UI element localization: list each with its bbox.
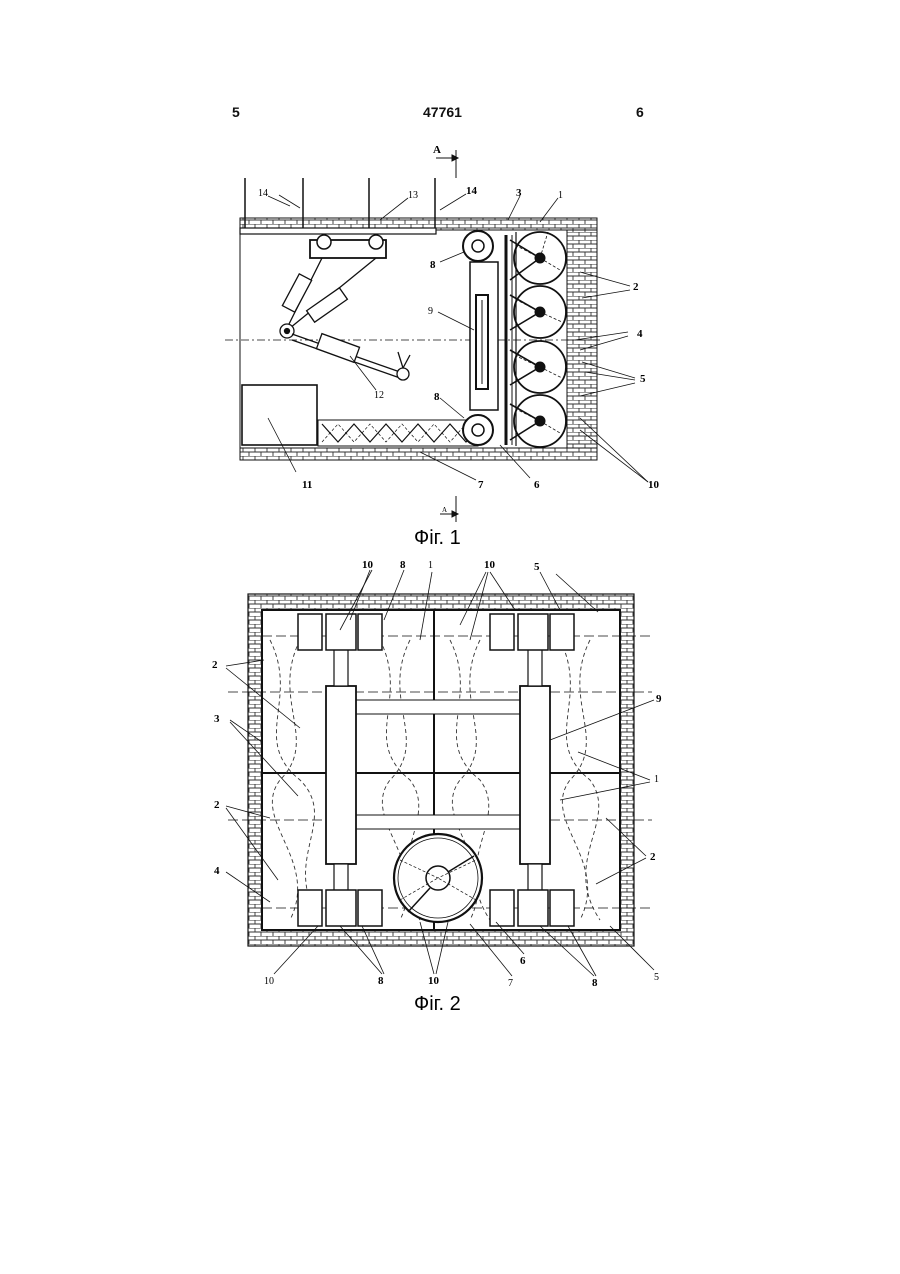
fig1-label-12: 12: [374, 390, 384, 401]
fig2-label-bottom-10b: 10: [428, 975, 440, 987]
fig1-column: [470, 235, 512, 445]
fig1-manipulator: [280, 258, 410, 380]
fig2-label-right-2: 2: [650, 851, 656, 863]
fig1-label-14a: 14: [258, 188, 268, 199]
fig2-label-top-10b: 10: [484, 559, 496, 571]
fig1-label-11: 11: [302, 479, 312, 491]
fig1-screw-conveyor: [318, 420, 478, 446]
fig1-caption: Фіг. 1: [414, 527, 461, 549]
fig1-box: [242, 385, 317, 445]
fig1-label-8b: 8: [434, 391, 440, 403]
fig2-label-bottom-7: 7: [508, 978, 513, 989]
fig2-label-top-10a: 10: [362, 559, 374, 571]
fig1-label-9: 9: [428, 306, 433, 317]
fig1-label-13: 13: [408, 190, 418, 201]
fig1-label-10: 10: [648, 479, 660, 491]
fig2-label-right-1: 1: [654, 774, 659, 785]
fig2-label-left-3: 3: [214, 713, 220, 725]
fig1-label-4: 4: [637, 328, 643, 340]
fig2-label-left-2a: 2: [212, 659, 218, 671]
fig2-label-left-2b: 2: [214, 799, 220, 811]
fig2-label-bottom-6: 6: [520, 955, 526, 967]
fig1-label-7: 7: [478, 479, 484, 491]
fig1-beam: [240, 228, 436, 234]
fig2-label-top-8: 8: [400, 559, 406, 571]
fig2-label-bottom-8a: 8: [378, 975, 384, 987]
fig2-drawing: 10 8 1 10 5 9 1 2 2 3 2 4 10 8 10 7 6 8 …: [212, 559, 662, 1015]
fig1-label-6: 6: [534, 479, 540, 491]
fig2-label-top-5: 5: [534, 561, 540, 573]
fig2-label-bottom-8b: 8: [592, 977, 598, 989]
fig1-label-14b: 14: [466, 185, 478, 197]
fig1-section-label-bottom: A: [442, 506, 447, 514]
fig1-label-5: 5: [640, 373, 646, 385]
fig2-wheel: [394, 834, 482, 922]
fig1-rotor-discs: [510, 232, 566, 447]
fig2-label-right-9: 9: [656, 693, 662, 705]
fig1-label-8a: 8: [430, 259, 436, 271]
fig2-label-left-4: 4: [214, 865, 220, 877]
fig1-label-1: 1: [558, 190, 563, 201]
fig1-wall-bottom: [240, 448, 597, 460]
fig2-label-bottom-5: 5: [654, 972, 659, 983]
fig1-label-2: 2: [633, 281, 639, 293]
fig2-label-top-1: 1: [428, 560, 433, 571]
fig2-caption: Фіг. 2: [414, 993, 461, 1015]
fig1-section-label-top: A: [433, 144, 441, 156]
fig2-label-bottom-10a: 10: [264, 976, 274, 987]
fig1-label-3: 3: [516, 187, 522, 199]
fig1-drawing: A A 14 13 14: [225, 144, 660, 549]
